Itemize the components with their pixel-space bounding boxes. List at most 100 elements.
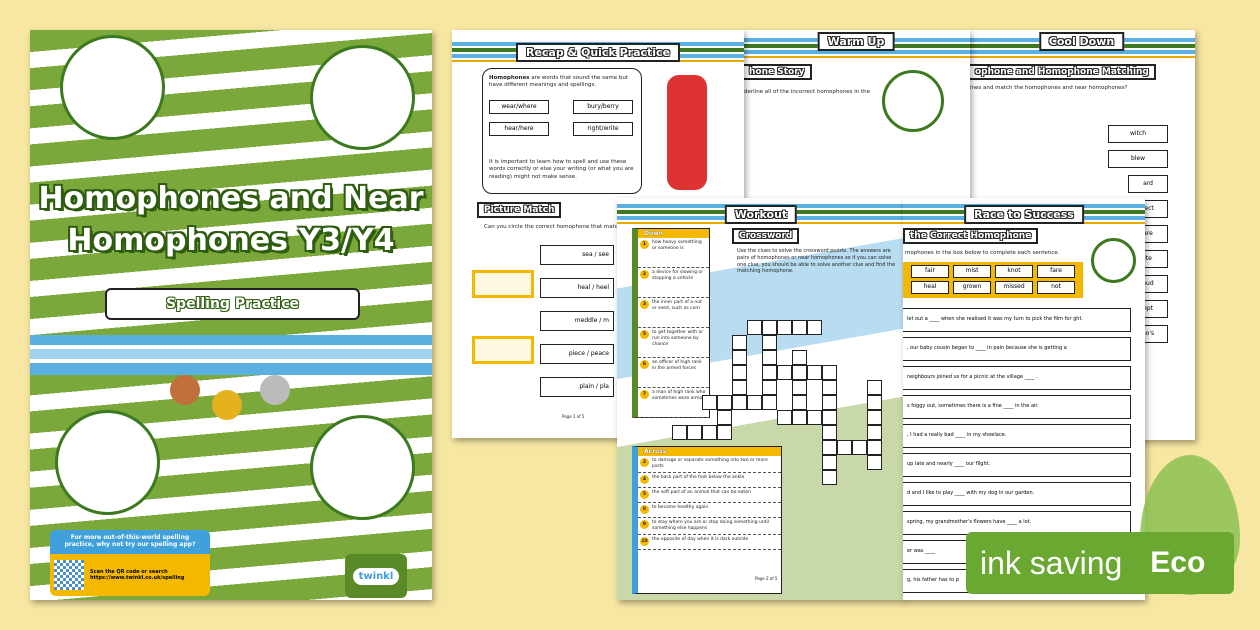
homophone-pair: bury/berry [573, 100, 633, 114]
crossword-cell[interactable] [807, 365, 822, 380]
crossword-cell[interactable] [822, 470, 837, 485]
crossword-cell[interactable] [822, 425, 837, 440]
crossword-cell[interactable] [672, 425, 687, 440]
crossword-cell[interactable] [867, 425, 882, 440]
crossword-cell[interactable] [762, 350, 777, 365]
crossword-cell[interactable] [822, 440, 837, 455]
picture-match-option[interactable]: meddle / m [540, 311, 614, 331]
crossword-cell[interactable] [792, 350, 807, 365]
sentence-row[interactable]: up late and nearly ____ our flight. [903, 453, 1131, 477]
instruction: mophones in the box below to complete ea… [905, 250, 1060, 256]
picture-match-option[interactable]: piece / peace [540, 344, 614, 364]
crossword-cell[interactable] [717, 425, 732, 440]
crossword-cell[interactable] [732, 365, 747, 380]
crossword-cell[interactable] [867, 380, 882, 395]
promo-heading: For more out-of-this-world spelling prac… [50, 530, 210, 554]
picture-image [472, 336, 534, 364]
character-illustration [1091, 238, 1136, 283]
sentence-row[interactable]: neighbours joined us for a picnic at the… [903, 366, 1131, 390]
picture-match-option[interactable]: plain / pla [540, 377, 614, 397]
crossword-cell[interactable] [702, 425, 717, 440]
crossword-cell[interactable] [777, 410, 792, 425]
qr-code[interactable] [54, 560, 84, 590]
word-bank-word: mist [953, 265, 991, 278]
crossword-cell[interactable] [687, 425, 702, 440]
crossword-cell[interactable] [867, 410, 882, 425]
sentence-row[interactable]: , our baby cousin began to ____ in pain … [903, 337, 1131, 361]
crossword-cell[interactable] [762, 380, 777, 395]
picture-match-option[interactable]: sea / see [540, 245, 614, 265]
crossword-cell[interactable] [792, 365, 807, 380]
matching-word[interactable]: witch [1108, 125, 1168, 143]
crossword-cell[interactable] [852, 440, 867, 455]
crossword-cell[interactable] [792, 380, 807, 395]
word-bank-word: missed [995, 281, 1033, 294]
crossword-cell[interactable] [807, 410, 822, 425]
picture-image [472, 270, 534, 298]
crossword-cell[interactable] [762, 320, 777, 335]
crossword-cell[interactable] [717, 410, 732, 425]
crossword-cell[interactable] [867, 455, 882, 470]
page-title: Recap & Quick Practice [515, 43, 681, 62]
crossword-cell[interactable] [777, 365, 792, 380]
note: It is important to learn how to spell an… [489, 159, 634, 180]
word-bank-word: fare [1037, 265, 1075, 278]
crossword-cell[interactable] [822, 380, 837, 395]
section-title: Picture Match [477, 202, 562, 218]
matching-word[interactable]: ard [1128, 175, 1168, 193]
crossword-cell[interactable] [762, 335, 777, 350]
crossword-cell[interactable] [732, 380, 747, 395]
crossword-cell[interactable] [732, 335, 747, 350]
word-bank-word: heal [911, 281, 949, 294]
word-bank-word: fair [911, 265, 949, 278]
sentence-row[interactable]: s foggy out, sometimes there is a fine _… [903, 395, 1131, 419]
page-title: Warm Up [817, 32, 895, 51]
crossword-cell[interactable] [867, 395, 882, 410]
crossword-cell[interactable] [792, 410, 807, 425]
crossword-cell[interactable] [762, 395, 777, 410]
page-title: Workout [724, 205, 798, 224]
crossword-cell[interactable] [747, 395, 762, 410]
crossword-cell[interactable] [837, 440, 852, 455]
crossword-cell[interactable] [732, 395, 747, 410]
decorative-stripe [30, 335, 432, 375]
sentence-row[interactable]: , I had a really bad ____ in my shoelace… [903, 424, 1131, 448]
instruction: Can you circle the correct homophone tha… [484, 224, 618, 230]
crossword-cell[interactable] [792, 395, 807, 410]
crossword-cell[interactable] [762, 365, 777, 380]
sentence-row[interactable]: let out a ____ when she realised it was … [903, 308, 1131, 332]
race-page: Race to Success the Correct Homophone mo… [903, 198, 1145, 600]
definition-box: Homophones are words that sound the same… [482, 68, 642, 194]
bronze-medal-icon [170, 375, 200, 405]
workout-page: Workout Crossword Use the clues to solve… [617, 198, 905, 600]
spelling-app-promo: For more out-of-this-world spelling prac… [50, 530, 210, 596]
crossword-cell[interactable] [717, 395, 732, 410]
crossword-cell[interactable] [822, 395, 837, 410]
instruction: ines and match the homophones and near h… [970, 85, 1128, 91]
matching-word[interactable]: blew [1108, 150, 1168, 168]
crossword-cell[interactable] [702, 395, 717, 410]
instruction: derline all of the incorrect homophones … [744, 89, 871, 95]
crossword-cell[interactable] [867, 440, 882, 455]
picture-match-option[interactable]: heal / heel [540, 278, 614, 298]
crossword-cell[interactable] [792, 320, 807, 335]
homophone-pair: hear/here [489, 122, 549, 136]
section-title: Crossword [732, 228, 800, 244]
crossword-cell[interactable] [807, 320, 822, 335]
crossword-cell[interactable] [822, 455, 837, 470]
character-illustration [310, 415, 415, 520]
crossword-cell[interactable] [822, 365, 837, 380]
sentence-row[interactable]: d and I like to play ____ with my dog in… [903, 482, 1131, 506]
crossword-cell[interactable] [777, 320, 792, 335]
crossword-cell[interactable] [732, 350, 747, 365]
crossword-cell[interactable] [747, 320, 762, 335]
crossword-cell[interactable] [822, 410, 837, 425]
page-number: Page 1 of 5 [562, 414, 585, 419]
